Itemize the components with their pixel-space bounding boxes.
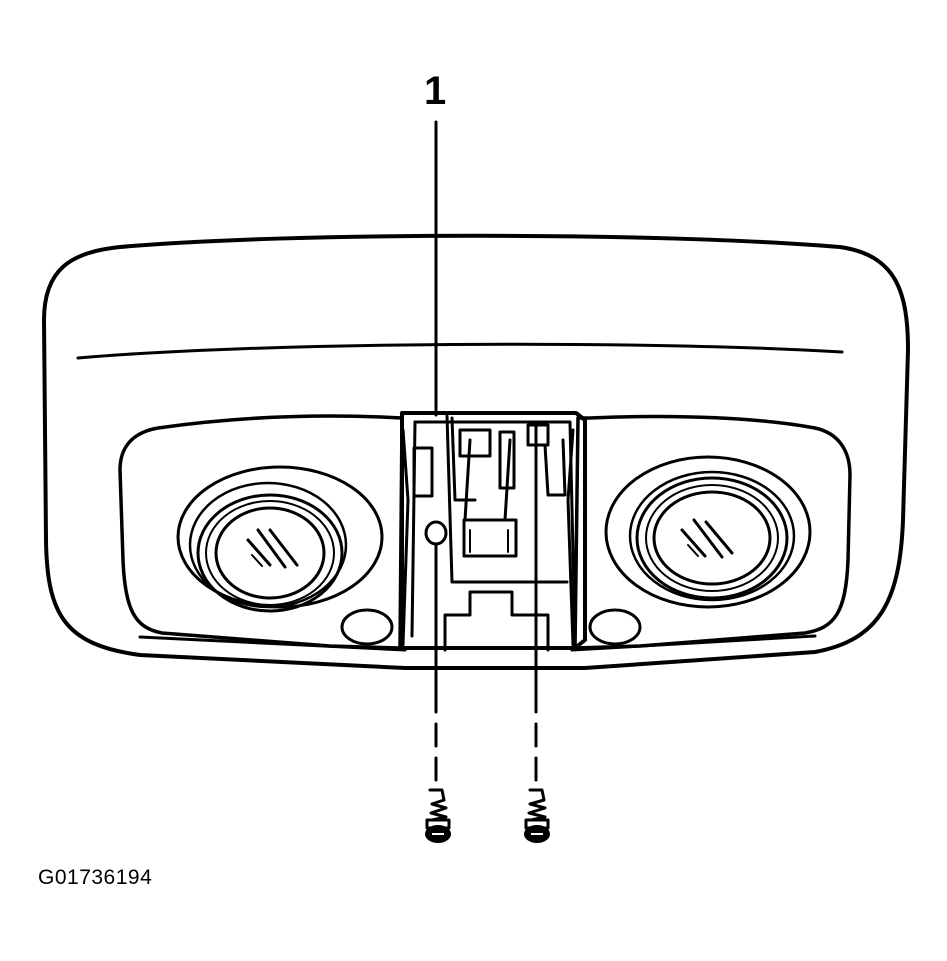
left-lamp-recess bbox=[118, 414, 404, 650]
left-screw-icon bbox=[425, 788, 451, 843]
right-screw-icon bbox=[524, 788, 550, 843]
figure-id-label: G01736194 bbox=[38, 866, 153, 889]
callout-label: 1 bbox=[424, 69, 446, 113]
left-lamp-glare-icon bbox=[246, 528, 299, 569]
fastener-guide-lines bbox=[434, 423, 538, 787]
console-housing bbox=[42, 233, 910, 670]
right-lamp-recess bbox=[573, 414, 852, 650]
right-lamp-glare-icon bbox=[680, 518, 734, 559]
center-mounting-bracket bbox=[400, 411, 587, 652]
